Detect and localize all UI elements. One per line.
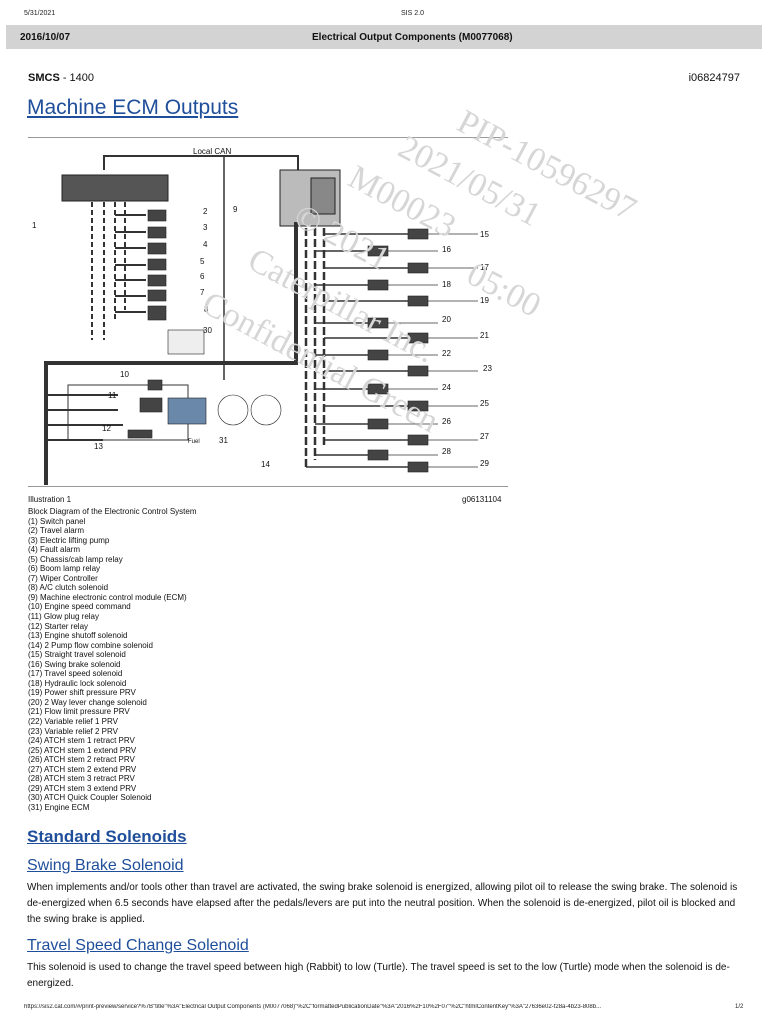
- callout-23: 23: [483, 364, 492, 373]
- caption-line: (7) Wiper Controller: [28, 573, 98, 583]
- source-url[interactable]: https://sis2.cat.com/#/print-preview/ser…: [24, 1004, 602, 1010]
- caption-line: (29) ATCH stem 3 extend PRV: [28, 783, 137, 793]
- caption-line: (14) 2 Pump flow combine solenoid: [28, 640, 153, 650]
- caption-line: (25) ATCH stem 1 extend PRV: [28, 745, 137, 755]
- callout-22: 22: [442, 349, 451, 358]
- divider: [28, 486, 508, 487]
- caption-line: (19) Power shift pressure PRV: [28, 688, 136, 698]
- callout-15: 15: [480, 230, 489, 239]
- subsection-heading[interactable]: Swing Brake Solenoid: [27, 857, 184, 874]
- callout-17: 17: [480, 263, 489, 272]
- caption-line: (27) ATCH stem 2 extend PRV: [28, 764, 137, 774]
- main-heading[interactable]: Machine ECM Outputs: [27, 96, 239, 119]
- caption-line: (24) ATCH stem 1 retract PRV: [28, 736, 135, 746]
- document-date: 2016/10/07: [20, 32, 71, 43]
- bus-label: Local CAN: [193, 147, 231, 156]
- callout-12: 12: [102, 424, 111, 433]
- callout-21: 21: [480, 331, 489, 340]
- app-name: SIS 2.0: [401, 10, 424, 17]
- page-number: 1/2: [735, 1004, 744, 1010]
- caption-line: (30) ATCH Quick Coupler Solenoid: [28, 793, 152, 803]
- caption-line: (3) Electric lifting pump: [28, 535, 110, 545]
- callout-4: 4: [203, 240, 208, 249]
- subsection-heading[interactable]: Travel Speed Change Solenoid: [27, 937, 249, 954]
- caption-line: (10) Engine speed command: [28, 602, 131, 612]
- subsection-body: When implements and/or tools other than …: [27, 882, 738, 925]
- graphic-id: g06131104: [462, 495, 502, 504]
- callout-7: 7: [200, 288, 205, 297]
- callout-27: 27: [480, 432, 489, 441]
- caption-line: (23) Variable relief 2 PRV: [28, 726, 118, 736]
- illustration-caption: Block Diagram of the Electronic Control …: [28, 507, 197, 813]
- subsection-body: This solenoid is used to change the trav…: [27, 962, 730, 989]
- callout-5: 5: [200, 257, 205, 266]
- callout-2: 2: [203, 207, 208, 216]
- callout-10: 10: [120, 370, 129, 379]
- document-id: i06824797: [688, 72, 740, 84]
- fuel-label: Fuel: [188, 439, 200, 445]
- section-heading[interactable]: Standard Solenoids: [27, 827, 187, 846]
- document-title: Electrical Output Components (M0077068): [312, 32, 513, 43]
- caption-line: (31) Engine ECM: [28, 802, 90, 812]
- callout-24: 24: [442, 383, 451, 392]
- caption-line: (28) ATCH stem 3 retract PRV: [28, 774, 135, 784]
- caption-line: Block Diagram of the Electronic Control …: [28, 507, 197, 516]
- caption-line: (5) Chassis/cab lamp relay: [28, 554, 123, 564]
- smcs-value: - 1400: [59, 72, 95, 84]
- callout-16: 16: [442, 245, 451, 254]
- illustration-label: Illustration 1: [28, 495, 72, 504]
- document-title-bar: 2016/10/07 Electrical Output Components …: [6, 25, 762, 49]
- callout-19: 19: [480, 296, 489, 305]
- smcs-label: SMCS: [28, 72, 60, 84]
- callout-14: 14: [261, 460, 270, 469]
- callout-18: 18: [442, 280, 451, 289]
- caption-line: (13) Engine shutoff solenoid: [28, 631, 128, 641]
- callout-13: 13: [94, 442, 103, 451]
- caption-line: (11) Glow plug relay: [28, 612, 99, 622]
- caption-line: (15) Straight travel solenoid: [28, 650, 126, 660]
- print-date: 5/31/2021: [24, 10, 56, 17]
- callout-1: 1: [32, 221, 37, 230]
- caption-line: (16) Swing brake solenoid: [28, 659, 121, 669]
- callout-28: 28: [442, 447, 451, 456]
- callout-31: 31: [219, 436, 228, 445]
- caption-line: (2) Travel alarm: [28, 526, 85, 536]
- caption-line: (8) A/C clutch solenoid: [28, 583, 109, 593]
- callout-9: 9: [233, 205, 238, 214]
- caption-line: (26) ATCH stem 2 retract PRV: [28, 755, 135, 765]
- smcs-code: SMCS - 1400: [28, 72, 94, 84]
- caption-line: (17) Travel speed solenoid: [28, 669, 123, 679]
- callout-30: 30: [203, 326, 212, 335]
- divider: [28, 137, 508, 138]
- callout-25: 25: [480, 399, 489, 408]
- callout-6: 6: [200, 272, 205, 281]
- callout-3: 3: [203, 223, 208, 232]
- caption-line: (20) 2 Way lever change solenoid: [28, 697, 147, 707]
- caption-line: (6) Boom lamp relay: [28, 564, 101, 574]
- caption-line: (4) Fault alarm: [28, 545, 81, 555]
- callout-26: 26: [442, 417, 451, 426]
- callout-29: 29: [480, 459, 489, 468]
- callout-8: 8: [204, 305, 209, 314]
- ecm-block-diagram: Local CAN Fuel 1 2 3 4 5 6 7 8 9 10 11 1…: [32, 147, 492, 485]
- caption-line: (18) Hydraulic lock solenoid: [28, 678, 127, 688]
- caption-line: (22) Variable relief 1 PRV: [28, 717, 118, 727]
- callout-11: 11: [108, 391, 117, 400]
- caption-line: (1) Switch panel: [28, 516, 86, 526]
- caption-line: (21) Flow limit pressure PRV: [28, 707, 130, 717]
- caption-line: (9) Machine electronic control module (E…: [28, 592, 187, 602]
- callout-20: 20: [442, 315, 451, 324]
- caption-line: (12) Starter relay: [28, 621, 89, 631]
